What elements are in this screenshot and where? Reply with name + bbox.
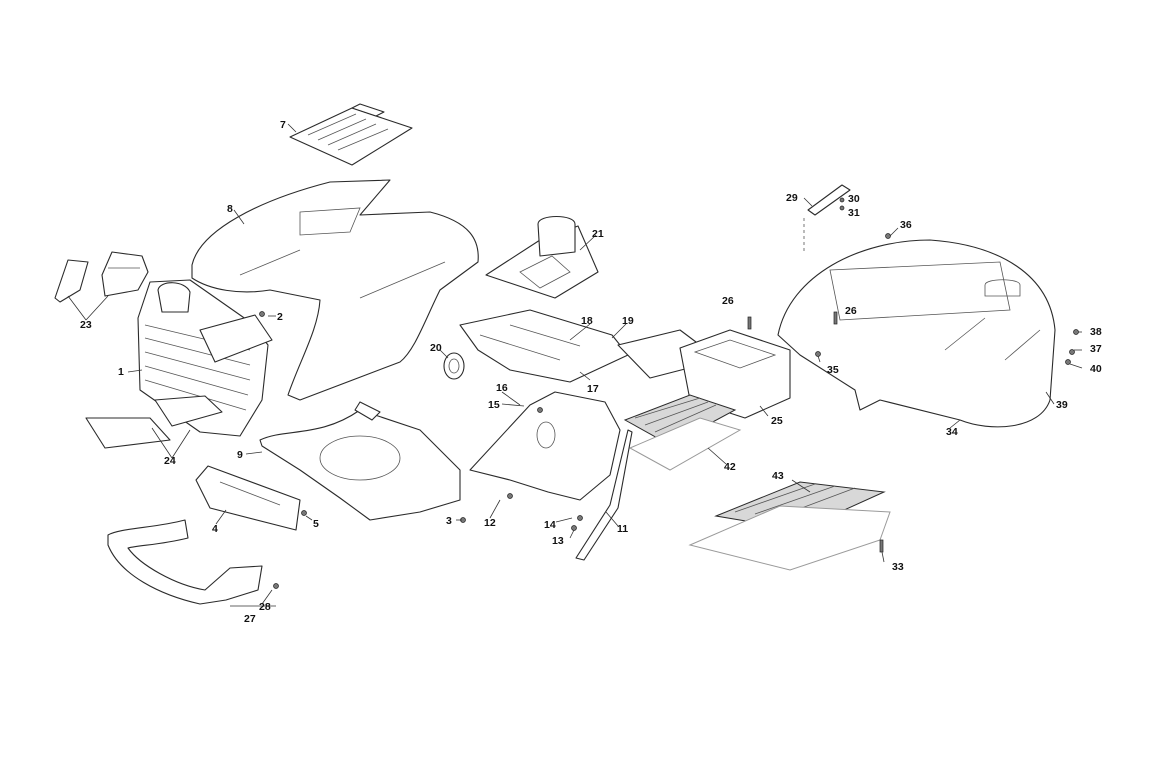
part-hood [191,179,479,401]
callout-8: 8 [227,203,233,215]
part-running-board [688,481,891,571]
callout-27: 27 [244,613,256,625]
part-rear-lens [807,184,851,216]
callout-40: 40 [1090,363,1102,375]
part-footrest-panel [469,391,633,561]
callout-2: 2 [277,311,283,323]
callout-9: 9 [237,449,243,461]
callout-21: 21 [592,228,604,240]
callout-43: 43 [772,470,784,482]
callout-4: 4 [212,523,218,535]
part-lower-bracket [195,465,301,531]
callout-37: 37 [1090,343,1102,355]
part-front-grille [137,279,273,437]
part-lower-plates [85,395,223,449]
callout-36: 36 [900,219,912,231]
callout-24: 24 [164,455,176,467]
part-floor-mat [623,394,742,471]
callout-11: 11 [617,523,628,535]
callout-3: 3 [446,515,452,527]
callout-29: 29 [786,192,798,204]
callout-34: 34 [946,426,958,438]
callout-35: 35 [827,364,839,376]
callout-39: 39 [1056,399,1068,411]
part-side-cowls [54,251,149,303]
callout-26-left: 26 [722,295,734,307]
callout-31: 31 [848,207,860,219]
callout-7: 7 [280,119,286,131]
callout-26-right: 26 [845,305,857,317]
part-front-frame [259,401,461,521]
callout-5: 5 [313,518,319,530]
callout-25: 25 [771,415,783,427]
callout-33: 33 [892,561,904,573]
callout-14: 14 [544,519,556,531]
callout-18: 18 [581,315,593,327]
part-bumper-bar [107,519,263,605]
part-fuel-tank-cover [485,215,599,299]
callout-19: 19 [622,315,634,327]
callout-23: 23 [80,319,92,331]
callout-42: 42 [724,461,736,473]
fasteners [259,197,1079,589]
callout-17: 17 [587,383,599,395]
part-oval-cap [443,352,465,380]
callout-13: 13 [552,535,564,547]
callout-labels: 7 8 1 2 23 24 21 18 19 20 17 16 15 26 26… [80,119,1102,625]
callout-20: 20 [430,342,442,354]
part-dashboard-grille [289,103,413,166]
callout-30: 30 [848,193,860,205]
callout-28: 28 [259,601,271,613]
callout-16: 16 [496,382,508,394]
part-rear-fender [777,239,1056,428]
callout-1: 1 [118,366,124,378]
callout-38: 38 [1090,326,1102,338]
callout-12: 12 [484,517,496,529]
callout-15: 15 [488,399,500,411]
leader-lines [67,123,1083,605]
